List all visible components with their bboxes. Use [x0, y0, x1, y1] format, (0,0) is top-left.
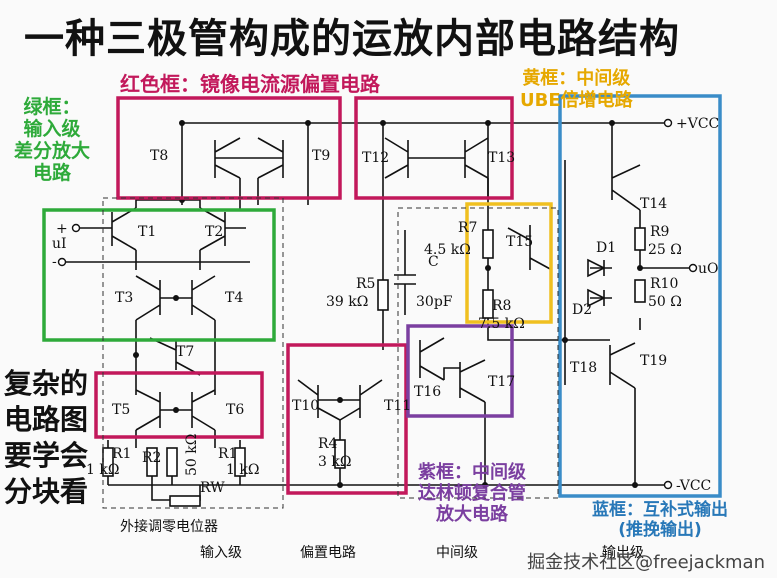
purple-note-line3: 放大电路 [436, 504, 508, 525]
label-d1: D1 [596, 240, 616, 256]
purple-frame [406, 324, 514, 418]
label-t1: T1 [138, 224, 156, 240]
label-r7-v: 4.5 kΩ [424, 242, 471, 258]
label-r5: R5 [356, 276, 375, 292]
label-t19: T19 [640, 353, 667, 369]
label-t4: T4 [225, 290, 243, 306]
yellow-note-line2: UBE倍增电路 [520, 90, 633, 111]
label-rw: RW [200, 480, 225, 496]
blue-note-line1: 蓝框：互补式输出 [592, 500, 728, 520]
label-t17: T17 [488, 374, 515, 390]
purple-note-line1: 紫框：中间级 [418, 462, 526, 483]
side-tip-line3: 要学会 [4, 439, 89, 472]
input-stage-caption: 输入级 [200, 545, 242, 561]
label-plus: + [56, 221, 68, 237]
label-t10: T10 [292, 398, 319, 414]
purple-note-line2: 达林顿复合管 [418, 483, 526, 504]
label-r9: R9 [650, 224, 669, 240]
yellow-frame-note: 黄框：中间级 UBE倍增电路 [520, 68, 633, 112]
label-t18: T18 [570, 360, 597, 376]
red-frame-t12-t13 [354, 96, 514, 200]
label-r4: R4 [318, 436, 338, 452]
rw-caption: 外接调零电位器 [120, 519, 218, 535]
red-frame-note: 红色框：镜像电流源偏置电路 [120, 72, 380, 96]
label-vcc-neg: -VCC [676, 478, 711, 494]
label-r9-v: 25 Ω [648, 242, 682, 258]
label-t6: T6 [226, 402, 244, 418]
red-frame-t5-t6 [94, 371, 264, 439]
side-tip-line4: 分块看 [4, 475, 89, 508]
green-note-line2: 输入级 [23, 118, 81, 140]
label-r8-v: 7.5 kΩ [478, 316, 525, 332]
label-minus: - [52, 254, 57, 270]
label-r1b: R1 [218, 446, 237, 462]
label-r5-v: 39 kΩ [326, 294, 368, 310]
side-tip-line1: 复杂的 [4, 367, 89, 400]
label-uo: uO [698, 261, 719, 277]
label-r10: R10 [650, 276, 678, 292]
label-r1a-v: 1 kΩ [86, 462, 119, 478]
bias-caption: 偏置电路 [300, 545, 356, 561]
label-r1a: R1 [112, 446, 131, 462]
label-r7: R7 [458, 220, 477, 236]
green-frame [42, 208, 276, 342]
yellow-frame [465, 202, 553, 324]
side-tip: 复杂的 电路图 要学会 分块看 [4, 366, 88, 510]
label-r2: R2 [142, 450, 161, 466]
label-ui: uI [52, 236, 67, 252]
label-t14: T14 [640, 196, 667, 212]
watermark: 掘金技术社区@freejackman [527, 552, 765, 573]
label-t3: T3 [115, 290, 133, 306]
green-note-line4: 电路 [33, 162, 72, 184]
label-t13: T13 [488, 150, 515, 166]
label-t8: T8 [150, 148, 168, 164]
label-c: C [428, 254, 439, 270]
middle-caption: 中间级 [436, 545, 478, 561]
page-title: 一种三极管构成的运放内部电路结构 [24, 16, 680, 62]
green-frame-note: 绿框： 输入级 差分放大 电路 [14, 96, 90, 184]
label-c-v: 30pF [416, 294, 453, 310]
purple-frame-note: 紫框：中间级 达林顿复合管 放大电路 [418, 462, 526, 525]
label-t16: T16 [414, 384, 441, 400]
label-t2: T2 [205, 224, 223, 240]
label-r1b-v: 1 kΩ [226, 462, 259, 478]
label-d2: D2 [572, 302, 592, 318]
green-note-line3: 差分放大 [14, 140, 91, 162]
label-r10-v: 50 Ω [648, 294, 682, 310]
red-frame-t10-t11 [286, 343, 408, 495]
label-r3-v: 50 kΩ [184, 434, 200, 476]
label-t7: T7 [176, 344, 194, 360]
label-t5: T5 [112, 402, 130, 418]
label-t11: T11 [384, 398, 411, 414]
label-vcc-pos: +VCC [676, 116, 719, 132]
green-note-line1: 绿框： [23, 96, 81, 118]
label-t12: T12 [362, 150, 389, 166]
yellow-note-line1: 黄框：中间级 [522, 68, 631, 89]
label-r8: R8 [492, 298, 511, 314]
output-caption: 输出级 [602, 545, 644, 561]
blue-frame-note: 蓝框：互补式输出 (推挽输出) [592, 500, 728, 540]
side-tip-line2: 电路图 [4, 403, 89, 436]
blue-note-line2: (推挽输出) [618, 520, 702, 540]
label-r4-v: 3 kΩ [318, 454, 351, 470]
label-t15: T15 [506, 234, 533, 250]
label-t9: T9 [312, 148, 330, 164]
blue-frame [558, 94, 722, 498]
